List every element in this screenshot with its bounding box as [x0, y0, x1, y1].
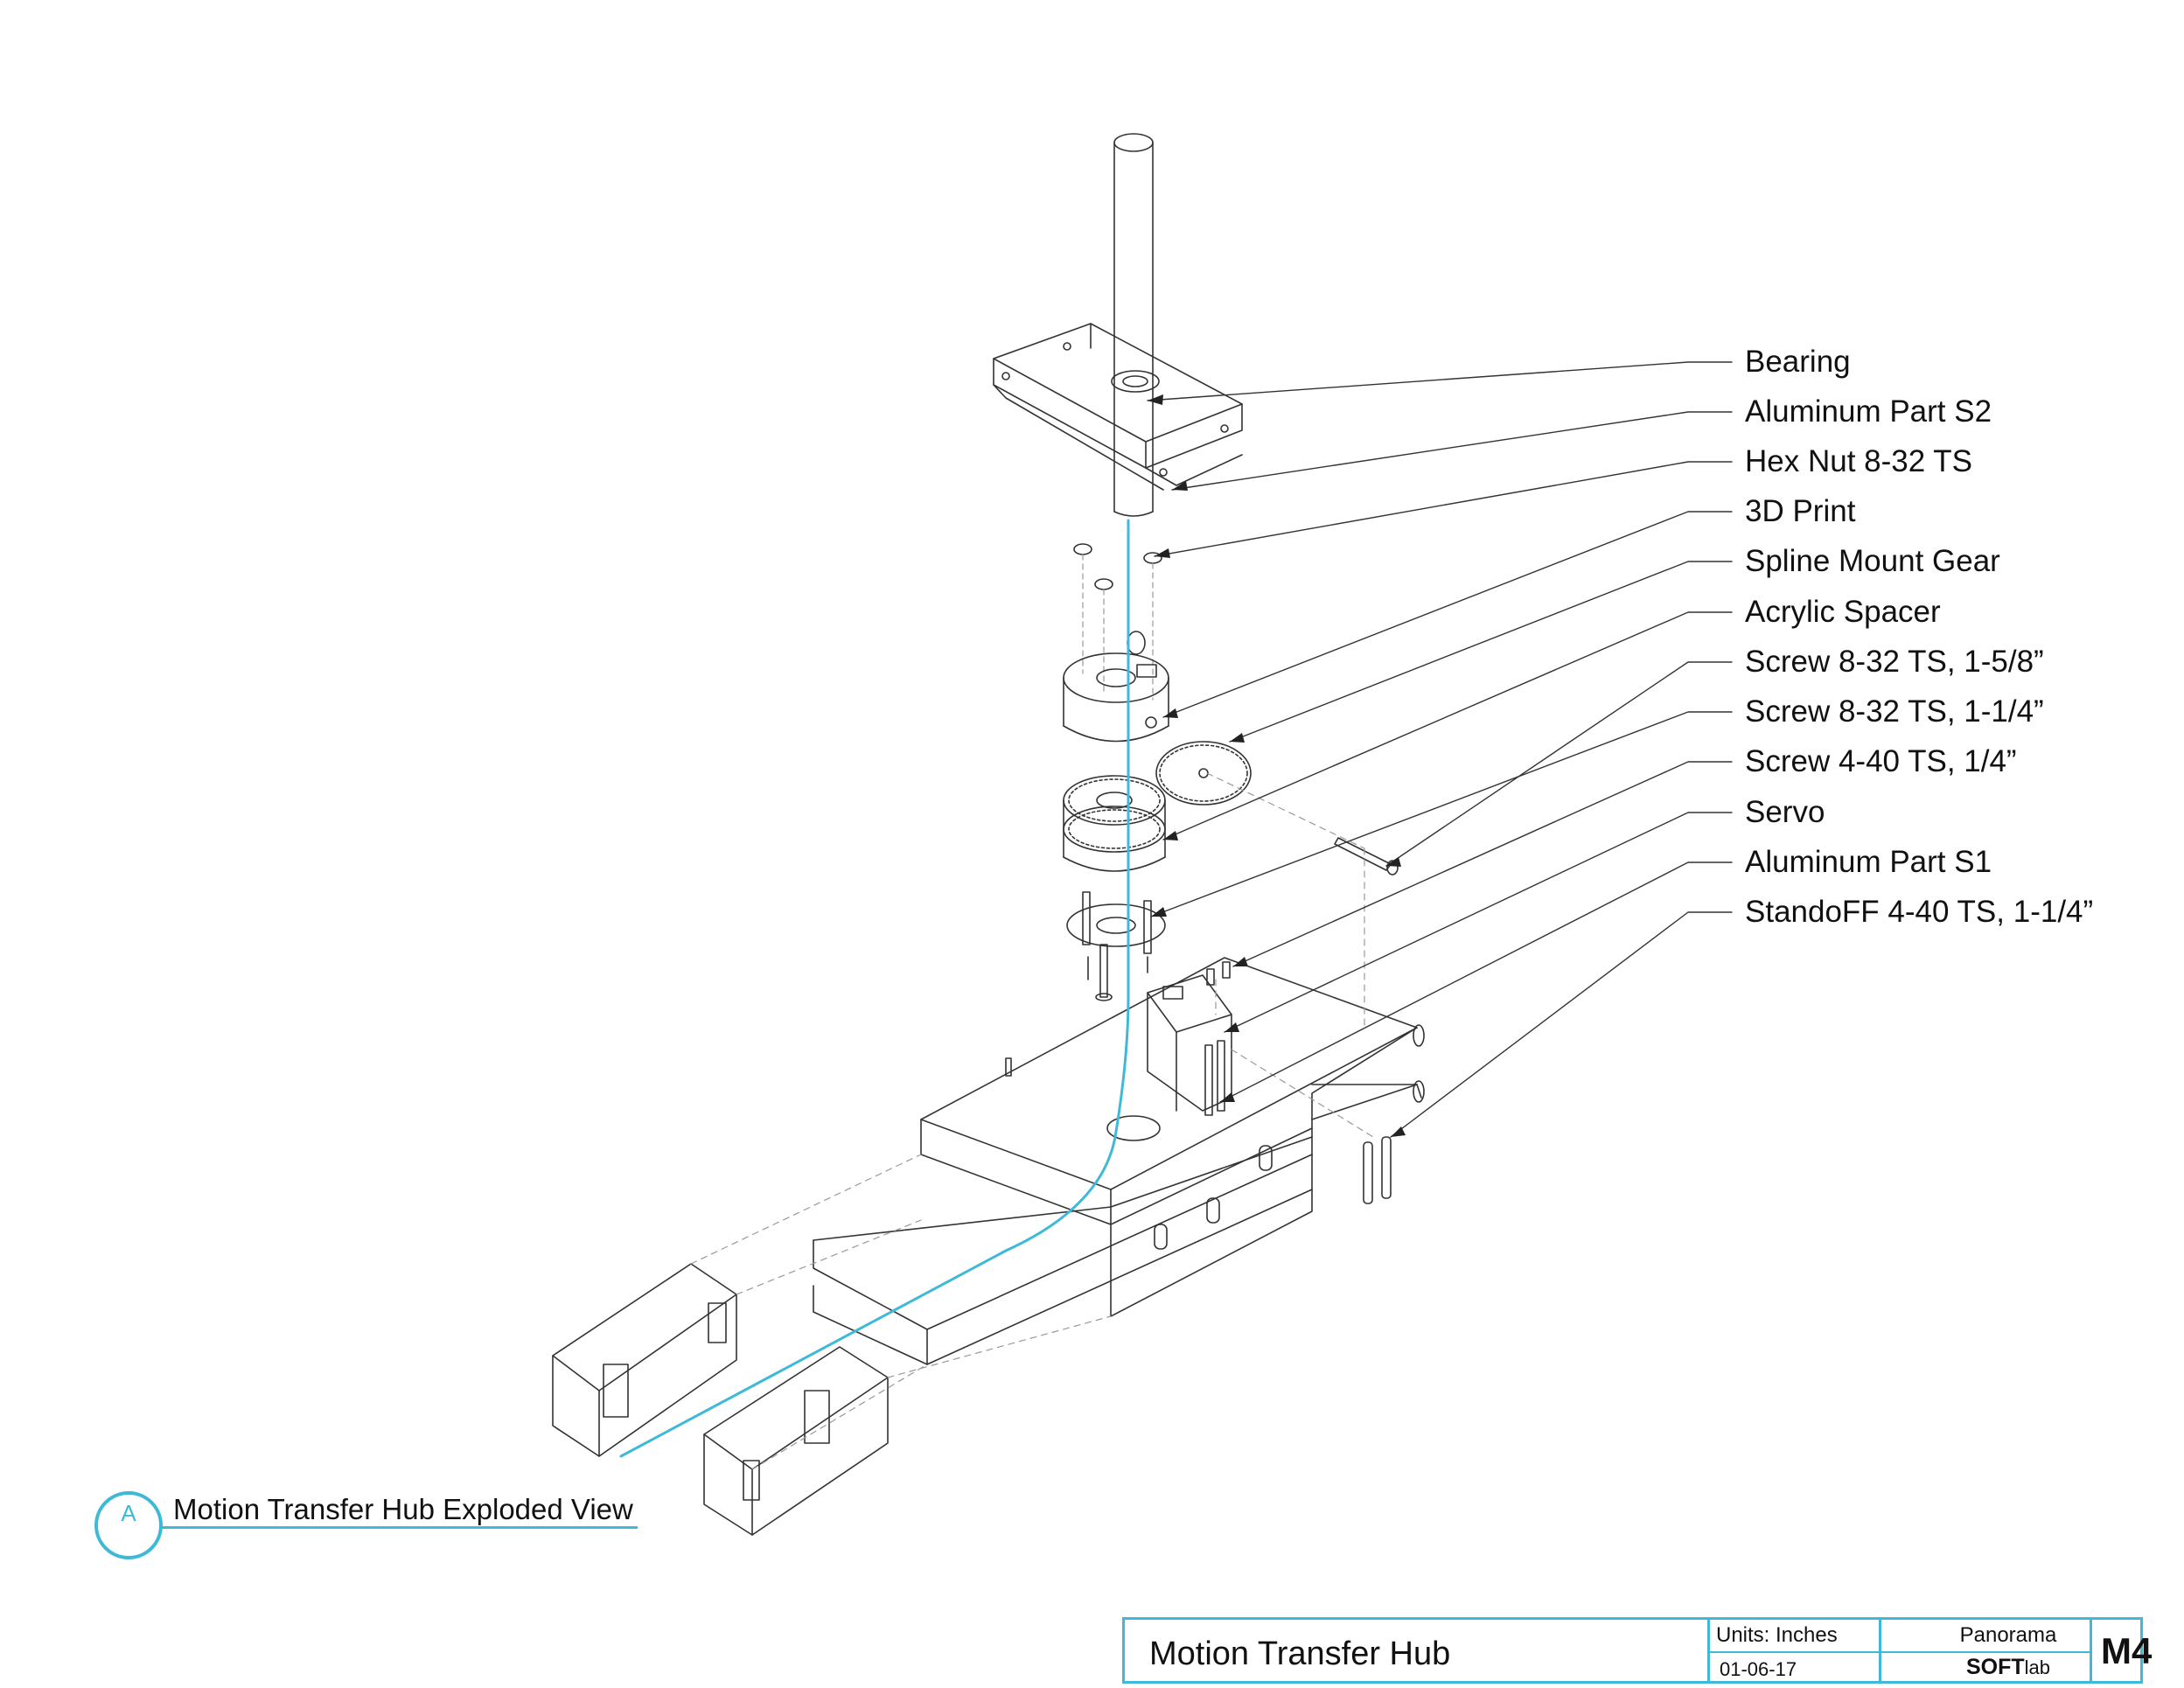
view-tag-circle: A: [94, 1491, 163, 1559]
callout-spline-mount-gear: Spline Mount Gear: [1745, 544, 2000, 578]
firm-name: SOFTlab: [1912, 1655, 2104, 1680]
tb-row-divider: [1707, 1651, 2090, 1653]
hex-nuts: [1073, 543, 1162, 655]
view-tag-letter: A: [121, 1500, 136, 1526]
aluminum-part-s1: [813, 957, 1425, 1365]
tb-divider: [1879, 1620, 1881, 1681]
project-title: Motion Transfer Hub: [1149, 1636, 1451, 1672]
callout-screw-8-32-long: Screw 8-32 TS, 1-5/8”: [1745, 645, 2044, 679]
callout-aluminum-part-s2: Aluminum Part S2: [1745, 394, 1992, 429]
callout-servo: Servo: [1745, 795, 1825, 829]
callout-hex-nut: Hex Nut 8-32 TS: [1745, 444, 1973, 478]
firm-name-bold: SOFT: [1965, 1655, 2025, 1679]
callout-standoff: StandoFF 4-40 TS, 1-1/4”: [1745, 895, 2094, 929]
3d-print: [1063, 652, 1169, 743]
title-block: Motion Transfer Hub Units: Inches 01-06-…: [1122, 1617, 2153, 1684]
rod: [1113, 133, 1154, 517]
spline-mount-gear: [1063, 775, 1166, 872]
callout-screw-8-32-short: Screw 8-32 TS, 1-1/4”: [1745, 694, 2044, 729]
acrylic-spacer: [1066, 891, 1166, 1001]
aluminum-part-s2: [993, 323, 1243, 491]
firm-name-light: lab: [2024, 1657, 2051, 1678]
cable-path: [619, 519, 1130, 1458]
callout-acrylic-spacer: Acrylic Spacer: [1745, 595, 1941, 629]
tb-divider: [2090, 1620, 2092, 1681]
drawing-date: 01-06-17: [1720, 1658, 1797, 1680]
servo-gear: [1155, 741, 1252, 806]
end-block-lower: [703, 1346, 889, 1536]
callout-aluminum-part-s1: Aluminum Part S1: [1745, 845, 1992, 879]
screw-8-32-long: [1334, 837, 1399, 875]
callout-3d-print: 3D Print: [1745, 494, 1856, 528]
callout-screw-4-40: Screw 4-40 TS, 1/4”: [1745, 744, 2017, 778]
tb-divider: [1707, 1620, 1710, 1681]
end-block-upper: [552, 1263, 737, 1457]
units-label: Units: Inches: [1716, 1623, 1838, 1647]
standoffs: [1363, 1136, 1392, 1204]
project-series: Panorama: [1959, 1623, 2057, 1647]
sheet-number: M4: [2101, 1630, 2153, 1671]
callout-bearing: Bearing: [1745, 345, 1851, 379]
view-title-underline: [161, 1526, 638, 1529]
view-title: Motion Transfer Hub Exploded View: [173, 1493, 633, 1525]
servo: [1147, 974, 1232, 1116]
